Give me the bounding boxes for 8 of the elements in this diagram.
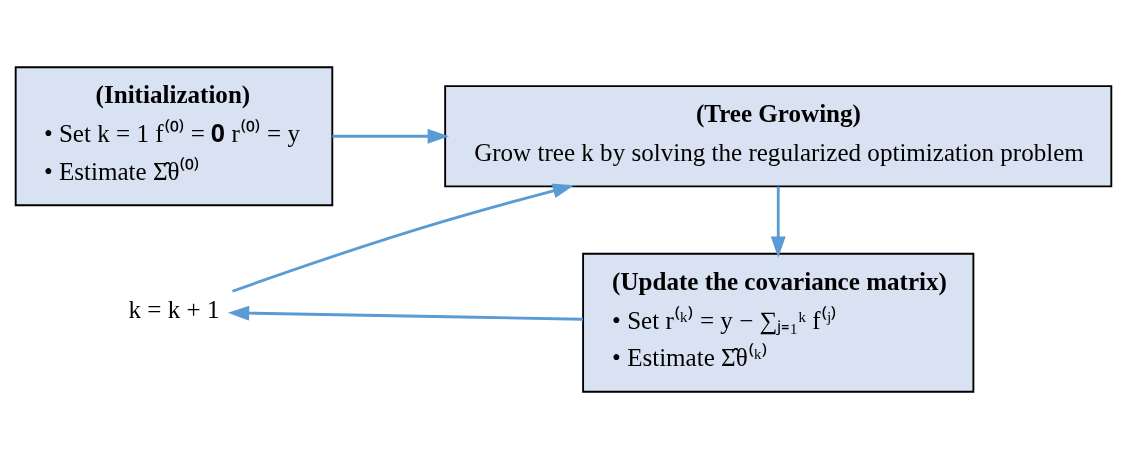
node-box: (Initialization) • Set k = 1 f⁽⁰⁾ = 𝟎 r⁽⁰⁾ = y • Estimate Σ̂θ⁽⁰⁾ bbox=[14, 65, 334, 206]
arrow bbox=[332, 128, 449, 144]
node-box: (Tree Growing) Grow tree k by solving the regularized optimization problem bbox=[444, 84, 1113, 187]
node-box: (Update the covariance matrix) • Set r⁽ᵏ⁾ = y − ∑ⱼ₌₁ᵏ f⁽ʲ⁾ • Estimate Σ̂θ⁽ᵏ⁾ bbox=[582, 252, 975, 393]
arrow bbox=[227, 305, 583, 321]
node-text: k = k + 1 bbox=[128, 295, 220, 323]
arrow bbox=[770, 186, 786, 258]
arrow bbox=[232, 183, 575, 293]
